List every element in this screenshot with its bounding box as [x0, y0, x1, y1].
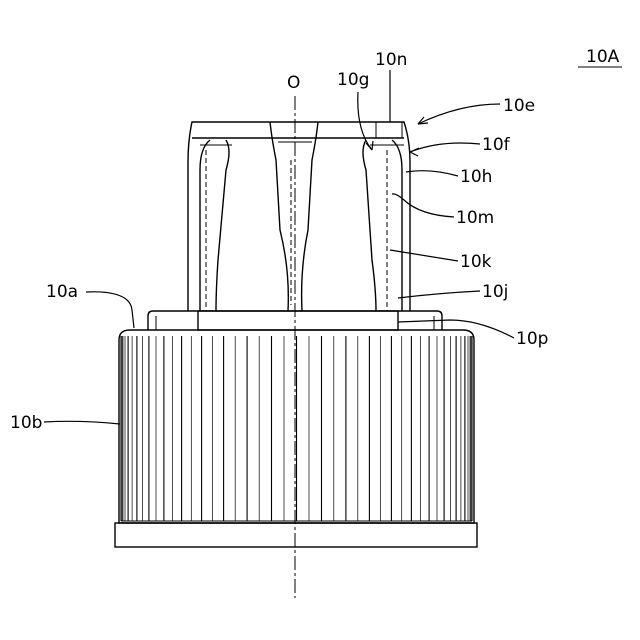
leader-10f — [410, 143, 480, 152]
leader-10b — [44, 421, 120, 424]
figure-reference: 10A — [586, 47, 620, 67]
left-fin — [200, 140, 229, 311]
base-bottom-plate — [115, 523, 477, 547]
leader-10f-arrow — [410, 148, 419, 156]
leader-10a — [86, 292, 134, 328]
axis-label: O — [287, 73, 300, 93]
leader-10k — [390, 250, 458, 261]
leader-10h — [406, 171, 458, 176]
label-10e: 10e — [503, 96, 535, 116]
center-channel-right — [302, 122, 318, 311]
label-10g: 10g — [337, 70, 369, 90]
label-10m: 10m — [456, 208, 494, 228]
label-10n: 10n — [375, 50, 407, 70]
leader-10e — [418, 104, 500, 124]
top-plate — [198, 311, 398, 330]
label-10a: 10a — [46, 282, 78, 302]
label-10h: 10h — [460, 167, 492, 187]
label-10b: 10b — [10, 413, 42, 433]
label-10f: 10f — [482, 135, 511, 155]
leader-10p — [398, 320, 514, 338]
right-fin — [363, 140, 402, 311]
center-channel-left — [270, 122, 288, 311]
label-10k: 10k — [460, 252, 492, 272]
label-10p: 10p — [516, 329, 548, 349]
part-10n-block — [376, 122, 402, 138]
knurl-ridges — [121, 336, 472, 521]
label-10j: 10j — [482, 282, 508, 302]
